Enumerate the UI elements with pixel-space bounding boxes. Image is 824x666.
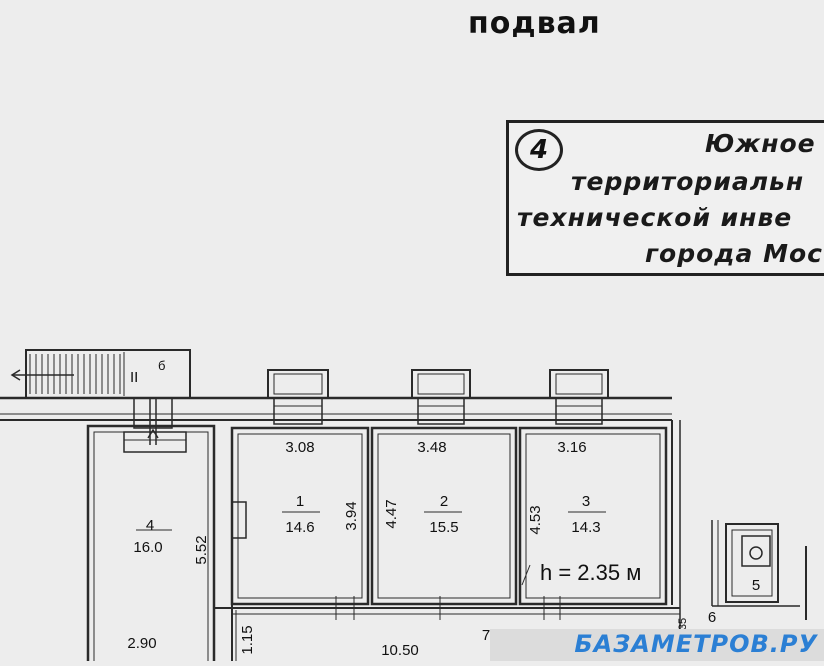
- room-2-area: 15.5: [429, 519, 458, 536]
- room-7-length: 10.50: [381, 642, 419, 659]
- stamp-line-1: Южное: [705, 129, 816, 158]
- stamp-line-4: города Мос: [645, 239, 823, 268]
- window-well-3: [549, 369, 609, 425]
- stair-number: б: [158, 358, 165, 373]
- room-3-walls: [518, 426, 668, 606]
- stamp-line-2: территориальн: [571, 167, 805, 196]
- room-5-number: 5: [752, 577, 760, 594]
- stamp-number: 4: [515, 129, 563, 171]
- room-3-width: 3.16: [557, 439, 586, 456]
- page-title: подвал: [468, 6, 601, 41]
- room-4-number: 4: [146, 517, 154, 534]
- watermark-text: БАЗАМЕТРОВ.РУ: [574, 630, 818, 658]
- room-2-walls: [370, 426, 518, 606]
- watermark: БАЗАМЕТРОВ.РУ: [490, 629, 824, 661]
- room-1-number: 1: [296, 493, 304, 510]
- room-3-area: 14.3: [571, 519, 600, 536]
- room-1-area: 14.6: [285, 519, 314, 536]
- room-3-length: 4.53: [527, 505, 544, 534]
- room-2-width: 3.48: [417, 439, 446, 456]
- room-2-length: 4.47: [383, 499, 400, 528]
- stair-label: II: [130, 369, 138, 386]
- stamp-line-3: технической инве: [517, 203, 793, 232]
- misc-mark: 35: [677, 618, 689, 630]
- window-well-1: [267, 369, 329, 425]
- height-note: h = 2.35 м: [540, 560, 641, 585]
- room-1-length: 3.94: [343, 501, 360, 530]
- room-3-number: 3: [582, 493, 590, 510]
- room-5-walls: [711, 520, 807, 620]
- corridor-7-walls: [214, 596, 680, 661]
- room-4-width: 2.90: [127, 635, 156, 652]
- room-6-number: 6: [708, 609, 716, 626]
- room-7-number: 7: [482, 627, 490, 644]
- room-4-length: 5.52: [193, 535, 210, 564]
- room-7-width: 1.15: [239, 625, 256, 654]
- room-1-walls: [230, 426, 370, 606]
- room-4-area: 16.0: [133, 539, 162, 556]
- room-1-width: 3.08: [285, 439, 314, 456]
- window-well-2: [411, 369, 471, 425]
- bti-stamp: 4 Южное территориальн технической инве г…: [506, 120, 824, 276]
- room-2-number: 2: [440, 493, 448, 510]
